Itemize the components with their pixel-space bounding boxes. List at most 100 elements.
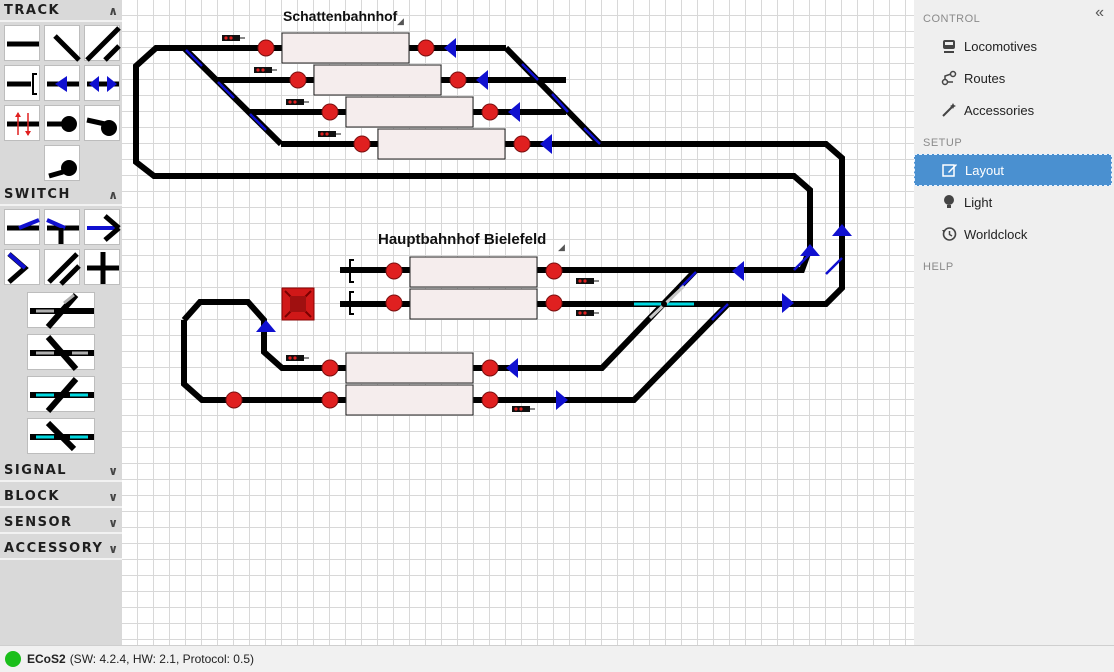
section-sensor-label: SENSOR <box>4 515 73 530</box>
block-shadow-4[interactable] <box>377 128 506 160</box>
chevron-up-icon[interactable]: ∧ <box>108 4 118 18</box>
sensor <box>385 294 403 312</box>
sensor <box>481 359 499 377</box>
block-lower-1[interactable] <box>345 352 474 384</box>
nav-accessories-label: Accessories <box>964 102 1035 118</box>
block-shadow-3[interactable] <box>345 96 474 128</box>
accessory-decoupler[interactable] <box>281 287 315 321</box>
curved-switch-tool[interactable] <box>4 249 40 285</box>
locomotive-icon <box>940 37 958 55</box>
sensor <box>385 262 403 280</box>
straight-track-tool[interactable] <box>4 25 40 61</box>
connection-status-icon <box>5 651 21 667</box>
signal <box>253 66 278 74</box>
shadow-station-label[interactable]: Schattenbahnhof <box>283 8 398 24</box>
block-shadow-1[interactable] <box>281 32 410 64</box>
slip-switch-gray-2-tool[interactable] <box>27 334 95 371</box>
shadow-track-4[interactable] <box>281 141 845 307</box>
edit-icon <box>941 161 959 179</box>
double-slip-tool[interactable] <box>44 249 81 286</box>
nav-routes[interactable]: Routes <box>914 62 1114 94</box>
turntable-diag-tool[interactable] <box>44 145 80 181</box>
device-name: ECoS2 <box>27 652 66 666</box>
section-track-label: TRACK <box>4 3 61 18</box>
track-plan: Schattenbahnhof ◢ Hauptbahnhof Bielefeld… <box>133 8 852 416</box>
main-station-label[interactable]: Hauptbahnhof Bielefeld <box>378 231 546 248</box>
nav-locomotives[interactable]: Locomotives <box>914 30 1114 62</box>
sensor <box>257 39 275 57</box>
block-lower-2[interactable] <box>345 384 474 416</box>
section-block[interactable]: BLOCK ∨ <box>0 486 122 508</box>
tool-palette: TRACK ∧ SWITCH ∧ SIGNAL∨ BLOCK∨ SENSOR∨ … <box>0 0 122 645</box>
diagonal-track-tool[interactable] <box>84 25 121 62</box>
left-switch-tool[interactable] <box>4 209 40 245</box>
buffer-stop-tool[interactable] <box>4 65 40 101</box>
route-icon <box>940 69 958 87</box>
curve-track-tool[interactable] <box>44 25 81 62</box>
signal <box>511 405 536 413</box>
collapse-panel-icon[interactable]: « <box>1095 4 1104 21</box>
history-clock-icon <box>940 225 958 243</box>
section-switch[interactable]: SWITCH ∧ <box>0 184 122 206</box>
device-details: (SW: 4.2.4, HW: 2.1, Protocol: 0.5) <box>69 652 254 666</box>
y-switch-tool[interactable] <box>84 209 121 245</box>
section-signal[interactable]: SIGNAL∨ <box>0 460 122 482</box>
turntable-end-tool[interactable] <box>44 105 80 141</box>
lower-track-1[interactable] <box>181 267 699 371</box>
section-block-label: BLOCK <box>4 489 60 504</box>
resize-handle-icon[interactable]: ◢ <box>397 16 404 26</box>
nav-locomotives-label: Locomotives <box>964 38 1037 54</box>
block-shadow-2[interactable] <box>313 64 442 96</box>
slip-switch-cyan-tool[interactable] <box>27 376 95 413</box>
section-accessory[interactable]: ACCESSORY ∨ <box>0 538 122 560</box>
sensor <box>513 135 531 153</box>
nav-routes-label: Routes <box>964 70 1006 86</box>
status-bar: ECoS2 (SW: 4.2.4, HW: 2.1, Protocol: 0.5… <box>0 645 1114 672</box>
block-main-1[interactable] <box>409 256 538 288</box>
sensor <box>481 103 499 121</box>
sensor <box>481 391 499 409</box>
chevron-down-icon[interactable]: ∨ <box>108 516 118 530</box>
chevron-down-icon[interactable]: ∨ <box>108 490 118 504</box>
separator-track-tool[interactable] <box>4 105 40 141</box>
chevron-down-icon[interactable]: ∨ <box>108 542 118 556</box>
crossing-tool[interactable] <box>84 249 120 285</box>
section-track[interactable]: TRACK ∧ <box>0 0 122 22</box>
sensor <box>321 391 339 409</box>
signal <box>285 98 310 106</box>
section-sensor[interactable]: SENSOR ∨ <box>0 512 122 534</box>
blocks <box>281 32 538 416</box>
signal <box>285 354 310 362</box>
lower-loop[interactable] <box>181 301 731 403</box>
chevron-down-icon[interactable]: ∨ <box>108 464 118 478</box>
setup-header: SETUP <box>923 137 963 149</box>
sensor <box>545 262 563 280</box>
sensor <box>449 71 467 89</box>
sensors <box>225 39 563 409</box>
block-main-2[interactable] <box>409 288 538 320</box>
nav-layout[interactable]: Layout <box>914 154 1112 186</box>
buffer-stops <box>349 259 354 315</box>
magic-wand-icon <box>940 101 958 119</box>
slip-switch-cyan-2-tool[interactable] <box>27 418 95 454</box>
nav-light[interactable]: Light <box>914 186 1114 218</box>
sensor <box>417 39 435 57</box>
section-accessory-label: ACCESSORY <box>4 541 104 556</box>
chevron-up-icon[interactable]: ∧ <box>108 188 118 202</box>
nav-worldclock[interactable]: Worldclock <box>914 218 1114 250</box>
sensor <box>353 135 371 153</box>
sensor <box>289 71 307 89</box>
nav-accessories[interactable]: Accessories <box>914 94 1114 126</box>
sensor <box>545 294 563 312</box>
slip-switch-gray-tool[interactable] <box>27 292 95 329</box>
slip-switch[interactable] <box>634 284 694 320</box>
sensor <box>321 103 339 121</box>
bidirection-track-tool[interactable] <box>84 65 120 101</box>
turntable-curve-tool[interactable] <box>84 105 120 141</box>
layout-canvas[interactable]: Schattenbahnhof ◢ Hauptbahnhof Bielefeld… <box>122 0 914 645</box>
resize-handle-icon[interactable]: ◢ <box>558 242 565 252</box>
direction-track-tool[interactable] <box>44 65 80 101</box>
section-switch-label: SWITCH <box>4 187 71 202</box>
lightbulb-icon <box>940 193 958 211</box>
right-switch-tool[interactable] <box>44 209 80 245</box>
